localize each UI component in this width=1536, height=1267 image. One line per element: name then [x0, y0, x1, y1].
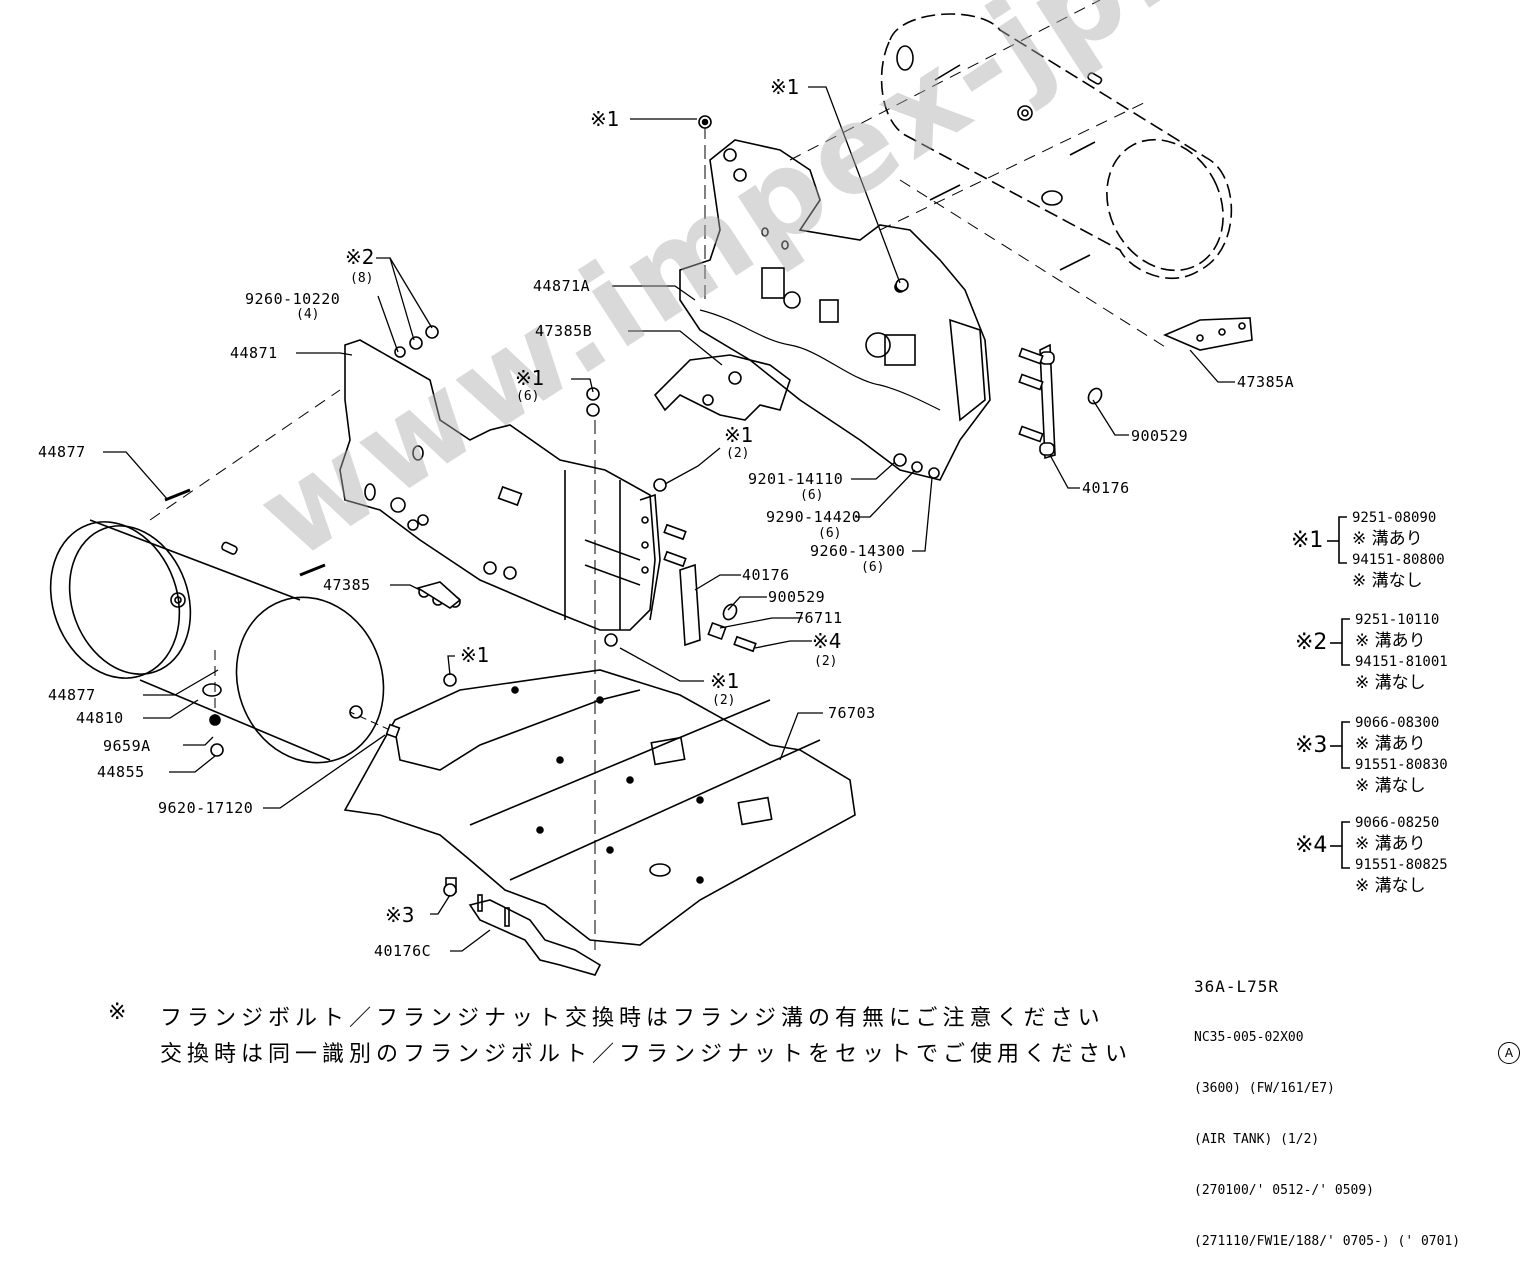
part-label-9659A[interactable]: 9659A [103, 737, 151, 755]
title-line-3: (3600) (FW/161/E7) [1194, 1081, 1335, 1096]
ref-mark-1-lower[interactable]: ※1 [710, 669, 740, 693]
drawing-number: NC35-005-02X00 [1194, 1030, 1304, 1045]
part-label-9620-17120[interactable]: 9620-17120 [158, 799, 254, 817]
legend-2-plain-pn: 94151-81001 [1355, 654, 1448, 670]
ref-mark-1-right[interactable]: ※1 [724, 423, 754, 447]
ref-mark-4[interactable]: ※4 [812, 629, 842, 653]
legend-3-plain-note: ※ 溝なし [1355, 776, 1426, 796]
part-label-9201-14110[interactable]: 9201-14110 [748, 470, 844, 488]
title-line-6: (271110/FW1E/188/' 0705-) (' 0701) [1194, 1234, 1461, 1249]
qty-ref-1-right: (2) [726, 446, 750, 461]
qty-ref-1-center: (6) [516, 389, 540, 404]
part-label-44810[interactable]: 44810 [76, 709, 124, 727]
bracket-47385B [653, 354, 791, 421]
model-code: 36A-L75R [1194, 977, 1280, 996]
bracket-44871A [679, 139, 991, 481]
bracket-40176C [445, 877, 602, 976]
leader-lines [103, 86, 1235, 952]
legend-entry-1: 9251-08090 ※ 溝あり 94151-80800 ※ 溝なし [1352, 508, 1445, 592]
part-label-47385B[interactable]: 47385B [535, 322, 593, 340]
footnote-line-1: フランジボルト／フランジナット交換時はフランジ溝の有無にご注意ください [160, 1006, 1105, 1031]
legend-3-grooved-pn: 9066-08300 [1355, 715, 1440, 731]
qty-ref-2: (8) [350, 271, 374, 286]
legend-key-1: ※1 [1291, 528, 1324, 553]
legend-2-grooved-pn: 9251-10110 [1355, 612, 1440, 628]
legend-3-plain-pn: 91551-80830 [1355, 757, 1448, 773]
ref-mark-1-top[interactable]: ※1 [590, 107, 620, 131]
footnote-mark: ※ [108, 1000, 133, 1025]
air-tank-lower [49, 389, 391, 764]
part-label-40176C[interactable]: 40176C [374, 942, 432, 960]
legend-2-plain-note: ※ 溝なし [1355, 673, 1426, 693]
legend-brackets [1327, 516, 1350, 869]
part-label-47385A[interactable]: 47385A [1237, 373, 1295, 391]
legend-1-grooved-note: ※ 溝あり [1352, 529, 1423, 549]
legend-4-plain-pn: 91551-80825 [1355, 857, 1448, 873]
qty-ref-1-lower: (2) [712, 693, 736, 708]
part-label-44877-top[interactable]: 44877 [38, 443, 86, 461]
bracket-44871 [339, 339, 661, 631]
part-label-44871[interactable]: 44871 [230, 344, 278, 362]
part-label-76711[interactable]: 76711 [795, 609, 843, 627]
ref-mark-3[interactable]: ※3 [385, 903, 415, 927]
ref-mark-2[interactable]: ※2 [345, 245, 375, 269]
part-label-40176-mid[interactable]: 40176 [742, 566, 790, 584]
part-label-9290-14420[interactable]: 9290-14420 [766, 508, 862, 526]
legend-key-4: ※4 [1295, 833, 1328, 858]
part-label-40176-right[interactable]: 40176 [1082, 479, 1130, 497]
part-label-9260-10220[interactable]: 9260-10220 [245, 290, 341, 308]
part-label-900529-right[interactable]: 900529 [1131, 427, 1189, 445]
qty-ref-4: (2) [814, 654, 838, 669]
qty-9201-14110: (6) [800, 488, 824, 503]
title-block: 36A-L75R NC35-005-02X00 (3600) (FW/161/E… [1194, 944, 1460, 1267]
title-line-5: (270100/' 0512-/' 0509) [1194, 1183, 1375, 1198]
qty-9260-14300: (6) [861, 560, 885, 575]
ref-mark-1-plate[interactable]: ※1 [460, 643, 490, 667]
legend-3-grooved-note: ※ 溝あり [1355, 734, 1426, 754]
base-plate-76703 [343, 125, 856, 950]
legend-1-plain-note: ※ 溝なし [1352, 571, 1423, 591]
hardware-fasteners [209, 115, 1253, 897]
legend-4-grooved-note: ※ 溝あり [1355, 834, 1426, 854]
part-label-900529-mid[interactable]: 900529 [768, 588, 826, 606]
qty-9290-14420: (6) [818, 526, 842, 541]
legend-entry-2: 9251-10110 ※ 溝あり 94151-81001 ※ 溝なし [1355, 610, 1448, 694]
legend-4-plain-note: ※ 溝なし [1355, 876, 1426, 896]
part-label-44877-bottom[interactable]: 44877 [48, 686, 96, 704]
qty-9260-10220: (4) [296, 307, 320, 322]
legend-2-grooved-note: ※ 溝あり [1355, 631, 1426, 651]
ref-mark-1-tank[interactable]: ※1 [770, 75, 800, 99]
part-label-44855[interactable]: 44855 [97, 763, 145, 781]
legend-entry-3: 9066-08300 ※ 溝あり 91551-80830 ※ 溝なし [1355, 713, 1448, 797]
title-line-4: (AIR TANK) (1/2) [1194, 1132, 1320, 1147]
legend-1-grooved-pn: 9251-08090 [1352, 510, 1437, 526]
part-label-9260-14300[interactable]: 9260-14300 [810, 542, 906, 560]
air-tank-upper [789, 0, 1233, 351]
revision-mark: A [1498, 1042, 1520, 1064]
legend-entry-4: 9066-08250 ※ 溝あり 91551-80825 ※ 溝なし [1355, 813, 1448, 897]
legend-key-2: ※2 [1295, 630, 1328, 655]
parts-diagram-canvas [49, 0, 1350, 976]
part-label-47385[interactable]: 47385 [323, 576, 371, 594]
legend-1-plain-pn: 94151-80800 [1352, 552, 1445, 568]
ref-mark-1-center[interactable]: ※1 [515, 366, 545, 390]
footnote-line-2: 交換時は同一識別のフランジボルト／フランジナットをセットでご使用ください [160, 1042, 1133, 1067]
part-label-44871A[interactable]: 44871A [533, 277, 591, 295]
legend-key-3: ※3 [1295, 733, 1328, 758]
legend-4-grooved-pn: 9066-08250 [1355, 815, 1440, 831]
part-label-76703[interactable]: 76703 [828, 704, 876, 722]
